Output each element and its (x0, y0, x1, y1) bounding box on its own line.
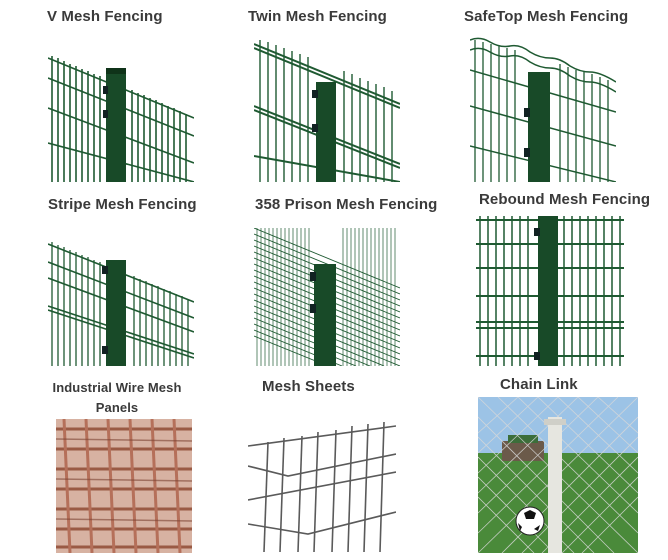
caption-chain-link: Chain Link (500, 376, 578, 393)
chain-link-image[interactable] (478, 397, 638, 553)
caption-line-2: Panels (95, 400, 139, 415)
caption-stripe-mesh-fencing: Stripe Mesh Fencing (48, 196, 197, 213)
mesh-sheets-image[interactable] (248, 402, 396, 552)
v-mesh-fencing-image[interactable] (48, 48, 194, 182)
rebound-mesh-fencing-image[interactable] (476, 216, 624, 366)
caption-industrial-wire-mesh-panels: Industrial Wire Mesh Panels (42, 378, 192, 418)
caption-twin-mesh-fencing: Twin Mesh Fencing (248, 8, 387, 25)
caption-rebound-mesh-fencing: Rebound Mesh Fencing (479, 191, 651, 208)
caption-safetop-mesh-fencing: SafeTop Mesh Fencing (464, 8, 629, 25)
caption-mesh-sheets: Mesh Sheets (262, 378, 355, 395)
industrial-wire-mesh-panels-image[interactable] (56, 419, 192, 553)
caption-line-1: Industrial Wire Mesh (52, 380, 182, 395)
caption-358-prison-mesh-fencing: 358 Prison Mesh Fencing (255, 196, 438, 213)
caption-v-mesh-fencing: V Mesh Fencing (47, 8, 163, 25)
stripe-mesh-fencing-image[interactable] (48, 236, 194, 366)
twin-mesh-fencing-image[interactable] (254, 36, 400, 182)
safetop-mesh-fencing-image[interactable] (470, 36, 616, 182)
358-prison-mesh-fencing-image[interactable] (254, 228, 400, 366)
